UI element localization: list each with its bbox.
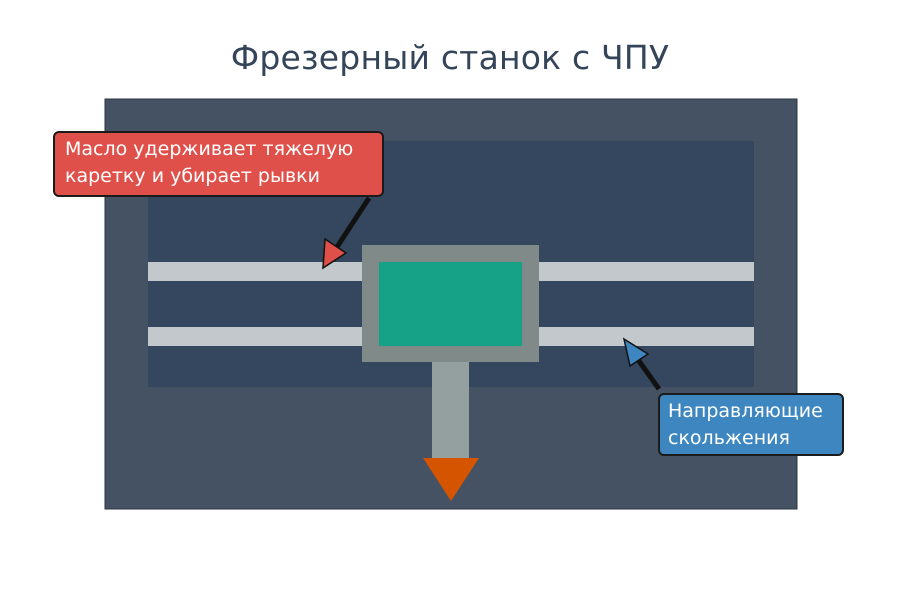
rails-callout-arrow xyxy=(622,337,662,391)
spindle xyxy=(432,361,469,462)
rails-callout-line2: скольжения xyxy=(668,427,790,449)
oil-callout-arrow xyxy=(322,196,372,270)
carriage-body xyxy=(379,262,522,346)
diagram-title: Фрезерный станок с ЧПУ xyxy=(230,38,670,77)
oil-callout-line1: Масло удерживает тяжелую xyxy=(65,138,354,160)
rails-callout: Направляющие скольжения xyxy=(658,393,844,456)
rails-callout-line1: Направляющие xyxy=(668,400,823,422)
oil-callout-line2: каретку и убирает рывки xyxy=(65,165,320,187)
oil-callout: Масло удерживает тяжелую каретку и убира… xyxy=(53,131,384,197)
cutter xyxy=(423,458,479,501)
